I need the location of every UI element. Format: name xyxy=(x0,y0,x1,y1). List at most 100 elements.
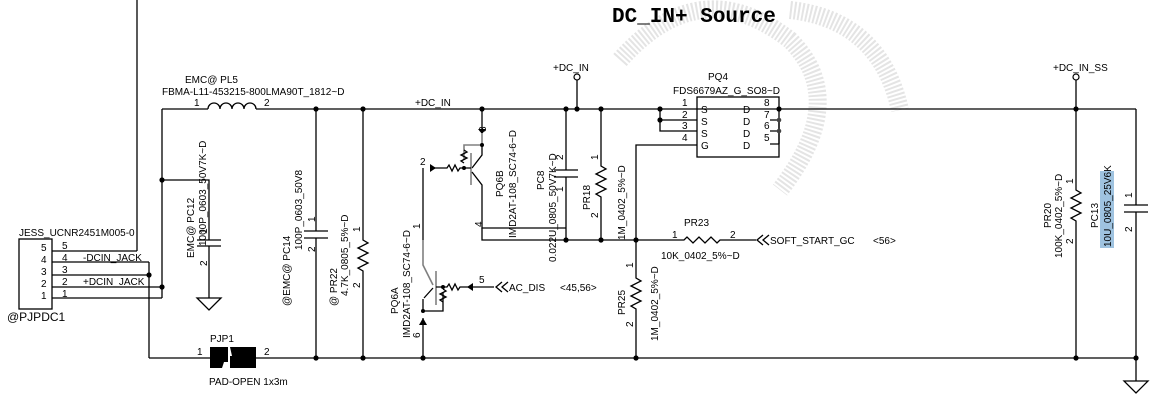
components-pq6a-pin5-label: 5 xyxy=(479,275,485,286)
components-pq4-right-pins-1-label: 7 xyxy=(764,110,770,121)
ground-icon xyxy=(1122,380,1150,394)
components-pc8-pin1-label: 1 xyxy=(555,186,566,192)
components-pr25-value-label: 1M_0402_5%~D xyxy=(650,266,661,341)
components-pl5-pin2-label: 2 xyxy=(264,98,270,109)
components-pq6a-pin1-label: 1 xyxy=(412,223,423,229)
components-pq4-left-names-0-label: S xyxy=(701,105,708,116)
components-pr18-pin1-label: 1 xyxy=(590,154,601,160)
connector-pjpdc1: JESS_UCNR2451M005-0 5 4 3 2 1 5 4 3 2 1 … xyxy=(7,228,165,324)
resistor-pr25: 1 2 PR25 1M_0402_5%~D xyxy=(617,240,661,361)
components-pc14-ref-label: @EMC@ PC14 xyxy=(282,235,293,306)
components-pc13-pin1-label: 1 xyxy=(1124,192,1135,198)
connector-inner-pins-4-label: 1 xyxy=(41,291,47,302)
components-pq6b-pin3-label: 3 xyxy=(478,126,489,132)
mosfet-pq4: PQ4 FDS6679AZ_G_SO8~D 1 2 3 4 S S S G D … xyxy=(633,72,782,243)
components-pjp1-ref-label: PJP1 xyxy=(210,334,234,345)
connector-outer-pins-1-label: 4 xyxy=(62,253,68,264)
offpage-soft-start: SOFT_START_GC <56> xyxy=(755,234,896,247)
components-pq4-left-pins-3-label: 4 xyxy=(682,133,688,144)
components-pc14-value-label: 100P_0603_50V8 xyxy=(294,169,305,250)
port-dc-in: +DC_IN xyxy=(553,63,589,112)
offpage-ac-dis-ref-label: <45,56> xyxy=(560,283,597,294)
components-pq4-right-pins-3-label: 5 xyxy=(764,133,770,144)
components-pr23-ref-label: PR23 xyxy=(684,218,709,229)
nets-dc-in-port-label: +DC_IN xyxy=(553,63,589,74)
components-pq6a-pin6-label: 6 xyxy=(412,332,423,338)
components-pjp1-pin2-label: 2 xyxy=(264,347,270,358)
resistor-pr20: PR20 100K_0402_5%~D 1 2 xyxy=(1043,109,1083,361)
components-pr23-pin1-label: 1 xyxy=(672,230,678,241)
transistor-pq6a: 5 1 6 PQ6A IMD2AT-108_SC74-6~D xyxy=(390,168,494,361)
resistor-pr22: @ PR22 4.7K_0805_5%~D 1 2 xyxy=(329,106,370,361)
components-pq4-left-names-2-label: S xyxy=(701,129,708,140)
components-pr23-value-label: 10K_0402_5%~D xyxy=(661,251,740,262)
components-pq4-right-names-1-label: D xyxy=(743,117,750,128)
components-pc14-pin2-label: 2 xyxy=(307,246,318,252)
watermark xyxy=(613,0,909,196)
net-label-minus-dcin-jack: -DCIN_JACK xyxy=(83,253,142,264)
resistor-pr18: PR18 1 2 1M_0402_5%~D xyxy=(582,106,628,243)
components-pc14-pin1-label: 1 xyxy=(307,216,318,222)
components-pr22-value-label: 4.7K_0805_5%~D xyxy=(340,215,351,296)
components-pr25-ref-label: PR25 xyxy=(617,290,628,315)
components-pr18-value-label: 1M_0402_5%~D xyxy=(617,165,628,240)
components-pq6a-ref-label: PQ6A xyxy=(390,287,401,314)
offpage-ac-dis-name-label: AC_DIS xyxy=(509,283,545,294)
components-pc12-ref-label: EMC@ PC12 xyxy=(186,197,197,258)
connector-outer-pins-2-label: 3 xyxy=(62,265,68,276)
components-pq6a-value-label: IMD2AT-108_SC74-6~D xyxy=(402,230,413,338)
components-pq6b-ref-label: PQ6B xyxy=(495,170,506,197)
components-pl5-ref-label: EMC@ PL5 xyxy=(185,75,238,86)
inductor-pl5: EMC@ PL5 FBMA-L11-453215-800LMA90T_1812~… xyxy=(162,75,344,110)
components-pq4-right-names-0-label: D xyxy=(743,105,750,116)
capacitor-pc13: PC13 10U_0805_25V6K 1 2 xyxy=(1090,109,1150,394)
net-label-plus-dcin-jack: +DCIN_JACK xyxy=(83,277,145,288)
components-pq4-ref-label: PQ4 xyxy=(708,72,728,83)
components-pq6b-pin4-label: 4 xyxy=(474,221,485,227)
components-pc13-pin2-label: 2 xyxy=(1124,226,1135,232)
ground-icon xyxy=(195,297,223,311)
components-pr18-pin2-label: 2 xyxy=(590,212,601,218)
components-pq4-right-names-2-label: D xyxy=(743,129,750,140)
components-pq4-right-pins-0-label: 8 xyxy=(764,98,770,109)
components-pq4-right-names-3-label: D xyxy=(743,141,750,152)
components-pl5-pin1-label: 1 xyxy=(194,98,200,109)
components-pq4-left-pins-2-label: 3 xyxy=(682,121,688,132)
capacitor-pc8: PC8 0.022U_0805_50V7K~D 2 1 xyxy=(536,106,578,262)
components-pc8-value-label: 0.022U_0805_50V7K~D xyxy=(548,153,559,262)
components-pq4-value-label: FDS6679AZ_G_SO8~D xyxy=(673,86,780,97)
sheet-title: DC_IN+ Source xyxy=(612,6,776,29)
offpage-soft-start-name-label: SOFT_START_GC xyxy=(770,236,855,247)
connector-inner-pins-2-label: 3 xyxy=(41,267,47,278)
connector-inner-pins-1-label: 4 xyxy=(41,255,47,266)
components-pr20-pin1-label: 1 xyxy=(1065,178,1076,184)
connector-ref: @PJPDC1 xyxy=(7,310,66,324)
components-pq4-left-pins-1-label: 2 xyxy=(682,110,688,121)
components-pjp1-value-label: PAD-OPEN 1x3m xyxy=(209,377,288,388)
components-pc8-pin2-label: 2 xyxy=(555,154,566,160)
components-pl5-value-label: FBMA-L11-453215-800LMA90T_1812~D xyxy=(162,87,344,98)
components-pc12-value-label: 1000P_0603_50V7K~D xyxy=(198,141,209,246)
components-pr25-pin1-label: 1 xyxy=(625,262,636,268)
components-pq6b-pin2-label: 2 xyxy=(420,157,426,168)
jumper-pjp1: PJP1 1 2 PAD-OPEN 1x3m xyxy=(196,334,288,388)
connector-inner-pins-3-label: 2 xyxy=(41,279,47,290)
components-pr20-pin2-label: 2 xyxy=(1065,238,1076,244)
offpage-soft-start-ref-label: <56> xyxy=(873,236,896,247)
components-pc12-pin2-label: 2 xyxy=(199,260,210,266)
offpage-ac-dis: AC_DIS <45,56> xyxy=(494,281,597,294)
components-pr22-pin2-label: 2 xyxy=(352,282,363,288)
connector-part: JESS_UCNR2451M005-0 xyxy=(19,228,135,239)
connector-outer-pins-3-label: 2 xyxy=(62,277,68,288)
capacitor-pc14: @EMC@ PC14 100P_0603_50V8 1 2 xyxy=(282,106,328,361)
components-pc12-pin1-label: 1 xyxy=(199,228,210,234)
components-pq4-left-pins-0-label: 1 xyxy=(682,98,688,109)
components-pc13-value-label: 10U_0805_25V6K xyxy=(1103,165,1114,247)
components-pq4-right-pins-2-label: 6 xyxy=(764,121,770,132)
connector-outer-pins-0-label: 5 xyxy=(62,241,68,252)
components-pr20-value-label: 100K_0402_5%~D xyxy=(1054,174,1065,258)
connector-outer-pins-4-label: 1 xyxy=(62,289,68,300)
nets-dc-in-ss-label: +DC_IN_SS xyxy=(1053,63,1108,74)
components-pr22-pin1-label: 1 xyxy=(352,226,363,232)
